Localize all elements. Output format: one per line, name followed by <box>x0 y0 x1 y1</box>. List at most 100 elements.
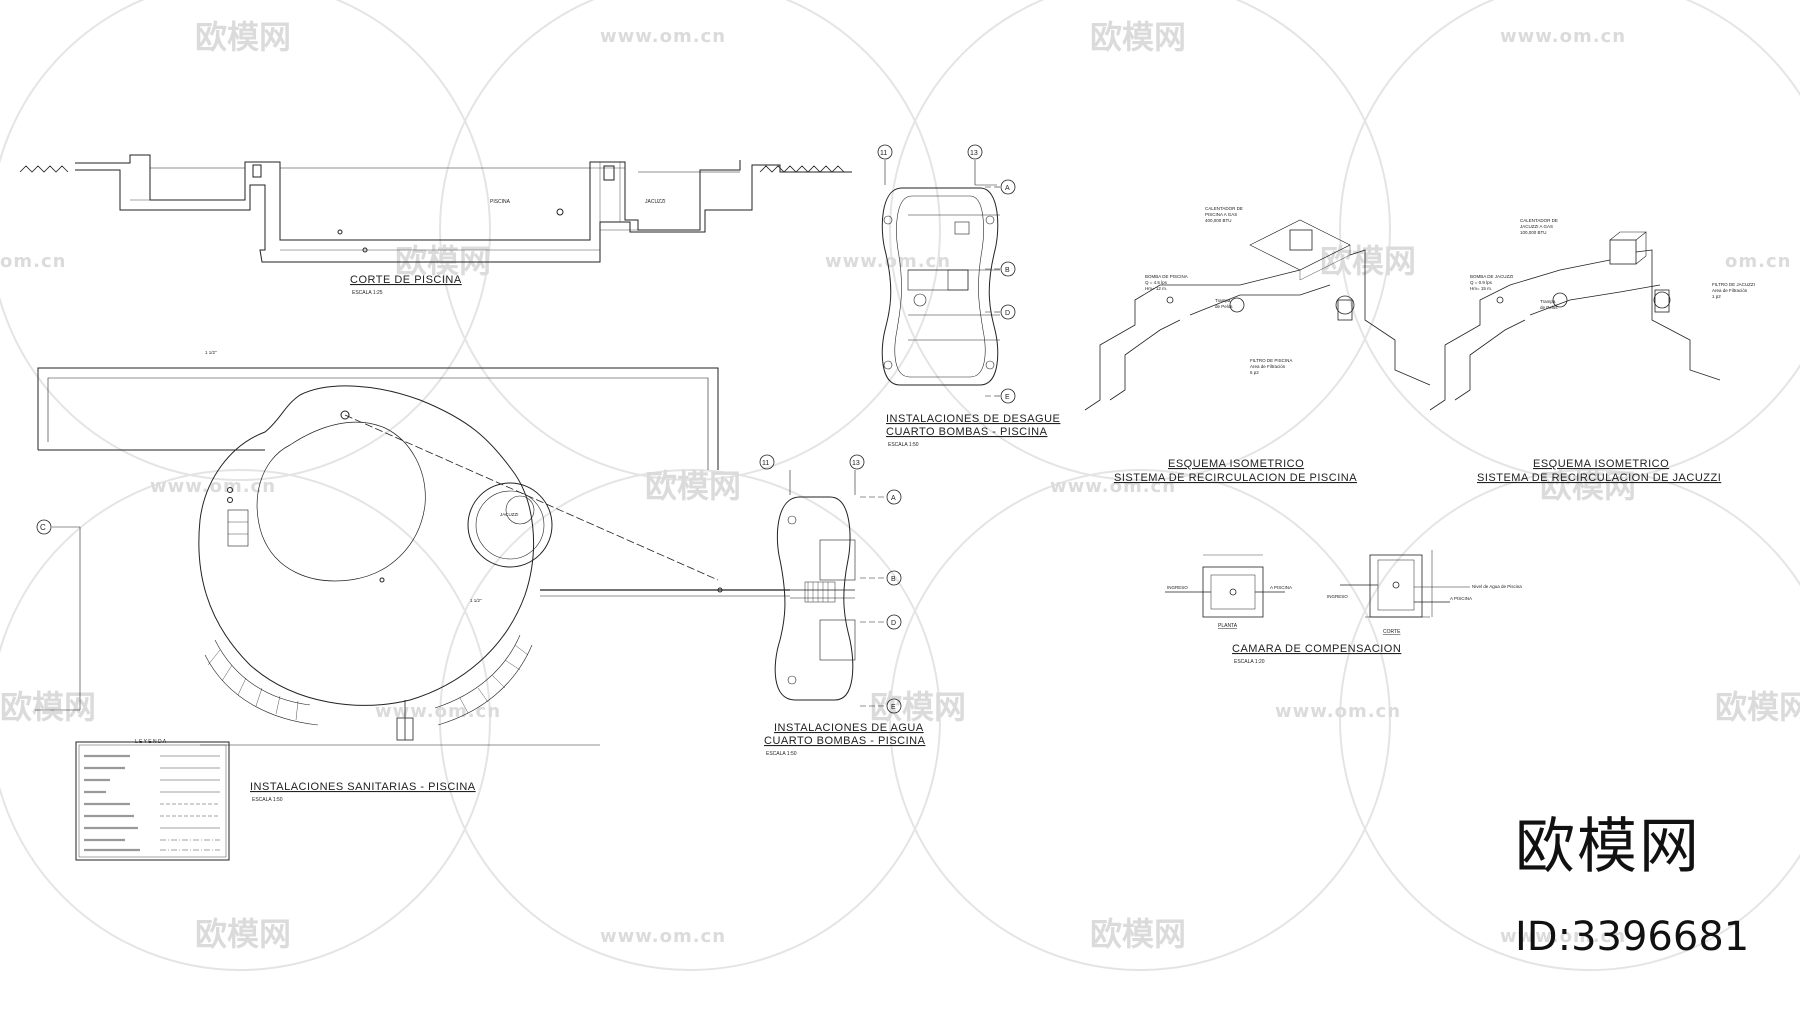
dim-pipe: 1 1/2" <box>470 598 482 603</box>
scale-camara: ESCALA 1:20 <box>1234 659 1265 665</box>
section-label-piscina: PISCINA <box>490 199 511 205</box>
label-calentador-jacuzzi: 100,000 BTU <box>1520 230 1547 235</box>
label-trampa: Trampa <box>1215 298 1231 303</box>
sanitary-plan-markers: C <box>36 519 52 535</box>
legend-box: L E Y E N D A <box>75 739 230 861</box>
label-filtro-jacuzzi: Area de Filtración <box>1712 288 1748 293</box>
label-calentador-piscina: PISCINA A GAS <box>1205 212 1237 217</box>
grid-marker-11: 11 <box>762 460 769 467</box>
title-desague-2: CUARTO BOMBAS - PISCINA <box>886 426 1048 438</box>
label-filtro-jacuzzi: FILTRO DE JACUZZI <box>1712 282 1755 287</box>
grid-marker-d: D <box>891 620 896 627</box>
watermark-url: www.om.cn <box>600 26 726 47</box>
drain-room-markers <box>877 144 1016 404</box>
watermark-brand: 欧模网 <box>195 915 291 953</box>
pool-section-labels: PISCINA JACUZZI CORTE DE PISCINA ESCALA … <box>350 199 666 296</box>
drain-room-marker-text: 11 13 A B D E <box>880 150 1010 401</box>
watermark-url: www.om.cn <box>150 476 276 497</box>
label-trampa: de Pelos <box>1540 305 1558 310</box>
label-bomba-jacuzzi: Hm= 15 m. <box>1470 286 1492 291</box>
watermark-brand: 欧模网 <box>0 688 96 726</box>
label-bomba-jacuzzi: BOMBA DE JACUZZI <box>1470 274 1513 279</box>
sanitary-plan-drawing <box>35 367 790 746</box>
title-iso-jacuzzi-1: ESQUEMA ISOMETRICO <box>1533 458 1669 470</box>
label-ingreso: INGRESO <box>1327 594 1348 599</box>
label-calentador-piscina: CALENTADOR DE <box>1205 206 1243 211</box>
label-planta: PLANTA <box>1218 623 1238 629</box>
label-bomba-piscina: BOMBA DE PISCINA <box>1145 274 1188 279</box>
drain-room-drawing <box>881 160 1000 397</box>
label-ingreso: INGRESO <box>1167 585 1188 590</box>
label-trampa: de Pelos <box>1215 304 1233 309</box>
title-agua-2: CUARTO BOMBAS - PISCINA <box>764 735 926 747</box>
label-a-piscina: A PISCINA <box>1270 585 1292 590</box>
watermark-layer: 欧模网 欧模网 欧模网 欧模网 欧模网 欧模网 欧模网 欧模网 欧模网 欧模网 … <box>0 0 1800 971</box>
compensation-chamber-labels: INGRESO A PISCINA INGRESO A PISCINA Nive… <box>1167 584 1522 665</box>
label-filtro-jacuzzi: 1 p2 <box>1712 294 1721 299</box>
grid-marker-13: 13 <box>970 150 978 157</box>
dim-pipe: 1 1/2" <box>205 350 217 355</box>
label-filtro-piscina: FILTRO DE PISCINA <box>1250 358 1292 363</box>
title-sanitarias: INSTALACIONES SANITARIAS - PISCINA <box>250 781 476 793</box>
watermark-url: om.cn <box>1725 251 1791 272</box>
label-corte: CORTE <box>1383 629 1401 635</box>
title-agua-1: INSTALACIONES DE AGUA <box>774 722 924 734</box>
watermark-brand: 欧模网 <box>1715 688 1800 726</box>
iso-jacuzzi-labels: CALENTADOR DE JACUZZI A GAS 100,000 BTU … <box>1470 218 1755 484</box>
grid-marker-11: 11 <box>880 150 887 157</box>
grid-marker-a: A <box>891 495 896 502</box>
grid-marker-a: A <box>1005 185 1010 192</box>
label-filtro-piscina: Area de Filtración <box>1250 364 1286 369</box>
water-room-markers <box>759 454 902 714</box>
label-filtro-piscina: 6 p2 <box>1250 370 1259 375</box>
jacuzzi-label: JACUZZI <box>500 512 519 517</box>
scale-sanitarias: ESCALA 1:50 <box>252 797 283 803</box>
sanitary-plan-labels: INSTALACIONES SANITARIAS - PISCINA ESCAL… <box>205 350 519 803</box>
watermark-url-tiles: www.om.cn www.om.cn om.cn www.om.cn om.c… <box>0 26 1791 947</box>
watermark-url: www.om.cn <box>1500 26 1626 47</box>
watermark-brand: 欧模网 <box>1090 915 1186 953</box>
label-calentador-jacuzzi: CALENTADOR DE <box>1520 218 1558 223</box>
watermark-brand: 欧模网 <box>195 18 291 56</box>
label-calentador-piscina: 400,000 BTU <box>1205 218 1232 223</box>
label-nivel-agua: Nivel de Agua de Piscina <box>1472 584 1522 589</box>
section-label-jacuzzi: JACUZZI <box>645 199 666 205</box>
title-corte-piscina: CORTE DE PISCINA <box>350 274 462 286</box>
water-room-marker-text: 11 13 A B D E <box>762 460 896 711</box>
watermark-id: ID:3396681 <box>1515 914 1749 960</box>
grid-marker-d: D <box>1005 310 1010 317</box>
iso-pool-drawing <box>1084 219 1431 411</box>
legend-title: L E Y E N D A <box>135 739 167 745</box>
scale-agua: ESCALA 1:50 <box>766 751 797 757</box>
watermark-url: www.om.cn <box>1500 926 1626 947</box>
label-bomba-jacuzzi: Q = 0.9 lps <box>1470 280 1493 285</box>
watermark-url: om.cn <box>0 251 66 272</box>
watermark-url: www.om.cn <box>600 926 726 947</box>
iso-jacuzzi-drawing <box>1429 231 1721 411</box>
title-iso-jacuzzi-2: SISTEMA DE RECIRCULACION DE JACUZZI <box>1477 472 1721 484</box>
watermark-url: www.om.cn <box>1275 701 1401 722</box>
grid-marker-13: 13 <box>852 460 860 467</box>
title-desague-1: INSTALACIONES DE DESAGUE <box>886 413 1060 425</box>
watermark-brand: 欧模网 <box>395 242 491 280</box>
watermark-brand: 欧模网 <box>645 467 741 505</box>
watermark-url: www.om.cn <box>375 701 501 722</box>
watermark-brand-large: 欧模网 <box>1515 812 1701 882</box>
watermark-brand: 欧模网 <box>1090 18 1186 56</box>
scale-corte-piscina: ESCALA 1:25 <box>352 290 383 296</box>
pool-section-drawing <box>19 154 852 263</box>
grid-marker-e: E <box>891 704 896 711</box>
watermark-brand: 欧模网 <box>1320 242 1416 280</box>
scale-desague: ESCALA 1:50 <box>888 442 919 448</box>
water-room-drawing <box>774 470 885 707</box>
compensation-chamber-drawing <box>1165 550 1470 618</box>
watermark-brand: 欧模网 <box>870 688 966 726</box>
watermark-url: www.om.cn <box>1050 476 1176 497</box>
grid-marker-b: B <box>1005 267 1010 274</box>
watermark-brand: 欧模网 <box>1540 467 1636 505</box>
title-iso-piscina-1: ESQUEMA ISOMETRICO <box>1168 458 1304 470</box>
label-bomba-piscina: Q = 4.5 lps <box>1145 280 1168 285</box>
label-calentador-jacuzzi: JACUZZI A GAS <box>1520 224 1553 229</box>
label-trampa: Trampa <box>1540 299 1556 304</box>
